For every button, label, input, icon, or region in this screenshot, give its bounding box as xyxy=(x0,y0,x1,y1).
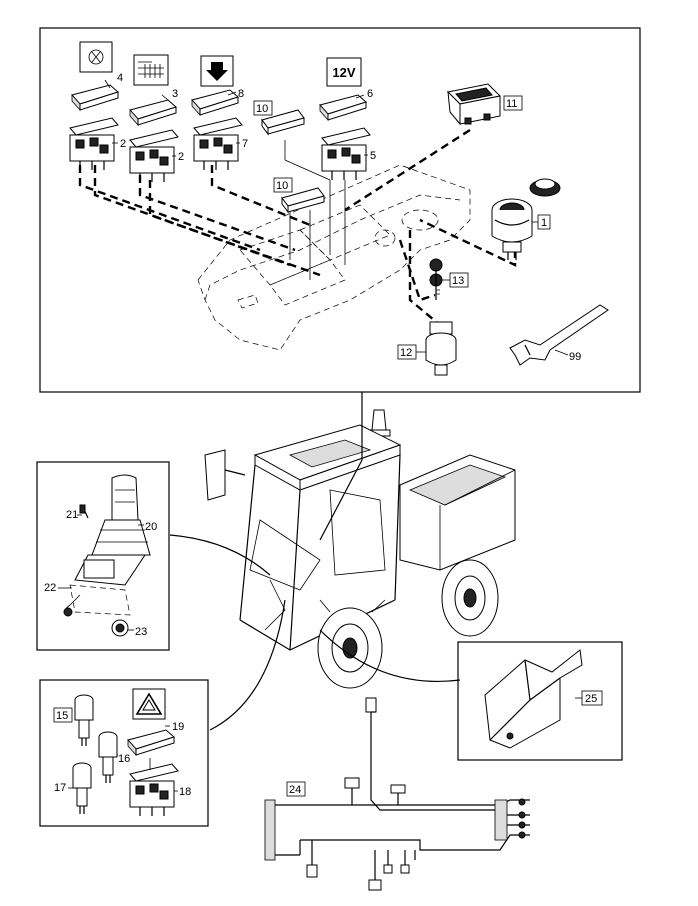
callout-13: 13 xyxy=(442,272,469,288)
callout-24: 24 xyxy=(286,781,306,797)
svg-text:3: 3 xyxy=(172,88,178,100)
bracket-detail-box xyxy=(457,641,623,761)
svg-text:12V: 12V xyxy=(332,65,355,80)
rocker-cover-4 xyxy=(71,84,119,112)
callout-5: 5 xyxy=(364,150,376,162)
svg-text:22: 22 xyxy=(44,582,56,594)
callout-10a: 10 xyxy=(253,100,273,116)
blanking-plug-10a xyxy=(261,109,305,136)
callout-6: 6 xyxy=(355,88,373,100)
joystick-detail-box xyxy=(36,461,170,651)
down-arrow-icon xyxy=(200,55,234,87)
wiring-harness-24 xyxy=(264,697,530,891)
svg-text:18: 18 xyxy=(179,786,191,798)
callout-23: 23 xyxy=(128,626,147,638)
removal-tool-99 xyxy=(509,304,609,366)
svg-text:15: 15 xyxy=(56,710,68,722)
callout-25: 25 xyxy=(581,690,603,706)
callout-99: 99 xyxy=(554,349,581,363)
svg-text:7: 7 xyxy=(242,138,248,150)
svg-text:2: 2 xyxy=(178,151,184,163)
switch-body-5 xyxy=(321,127,371,180)
svg-text:10: 10 xyxy=(256,103,268,115)
svg-text:24: 24 xyxy=(289,784,301,796)
display-module-11 xyxy=(446,83,502,126)
callout-10b: 10 xyxy=(273,177,293,193)
rocker-cover-8 xyxy=(191,89,239,117)
svg-text:23: 23 xyxy=(135,626,147,638)
callout-11: 11 xyxy=(503,95,523,111)
rocker-cover-3 xyxy=(129,99,177,127)
hazard-warning-icon xyxy=(132,688,166,720)
callout-16: 16 xyxy=(117,753,130,765)
svg-text:5: 5 xyxy=(370,150,376,162)
callout-12: 12 xyxy=(397,344,426,360)
ignition-switch-12 xyxy=(425,321,457,376)
callout-3: 3 xyxy=(161,88,178,101)
callout-18: 18 xyxy=(174,786,191,798)
svg-text:8: 8 xyxy=(238,88,244,100)
mounting-panel xyxy=(197,164,471,351)
svg-text:99: 99 xyxy=(569,351,581,363)
indicator-lamp-17 xyxy=(72,762,92,814)
svg-text:6: 6 xyxy=(367,88,373,100)
callout-2a: 2 xyxy=(112,138,126,150)
callout-7: 7 xyxy=(236,138,248,150)
indicator-lamp-16 xyxy=(98,731,118,783)
callout-19: 19 xyxy=(165,721,184,733)
svg-text:19: 19 xyxy=(172,721,184,733)
indicator-lamp-15 xyxy=(74,694,94,746)
callout-22: 22 xyxy=(44,582,72,594)
svg-text:1: 1 xyxy=(541,217,547,229)
power-socket-1 xyxy=(491,178,561,260)
callout-21: 21 xyxy=(66,509,82,521)
voltage-symbol-12v: 12V xyxy=(326,57,362,87)
svg-text:2: 2 xyxy=(120,138,126,150)
switch-body-2a xyxy=(69,117,119,170)
callout-1: 1 xyxy=(532,214,551,230)
svg-text:4: 4 xyxy=(117,72,123,84)
switch-body-7 xyxy=(193,117,243,170)
rocker-cover-19 xyxy=(127,729,175,757)
callout-17: 17 xyxy=(54,782,73,794)
callout-4: 4 xyxy=(104,72,123,89)
callout-20: 20 xyxy=(138,521,157,533)
svg-text:12: 12 xyxy=(400,347,412,359)
svg-text:20: 20 xyxy=(145,521,157,533)
joystick-assembly xyxy=(63,474,151,637)
fan-symbol-icon xyxy=(79,41,113,73)
heating-symbol-icon xyxy=(133,54,169,86)
callout-8: 8 xyxy=(227,88,244,100)
blanking-plug-10b xyxy=(281,187,325,214)
svg-text:11: 11 xyxy=(506,98,517,110)
svg-text:17: 17 xyxy=(54,782,66,794)
machine-illustration xyxy=(204,409,516,689)
lamps-detail-box xyxy=(39,679,209,827)
ignition-keys-13 xyxy=(429,258,443,300)
leader-lines xyxy=(169,392,461,731)
dashboard-panel-frame xyxy=(39,27,641,393)
callout-15: 15 xyxy=(53,707,73,723)
svg-text:16: 16 xyxy=(118,753,130,765)
svg-text:10: 10 xyxy=(276,180,288,192)
bracket-25 xyxy=(484,649,583,749)
wiring-lines xyxy=(78,128,517,326)
svg-text:21: 21 xyxy=(66,509,78,521)
switch-body-2b xyxy=(129,129,179,182)
svg-text:25: 25 xyxy=(585,693,597,705)
switch-body-18 xyxy=(129,758,179,816)
svg-text:13: 13 xyxy=(452,275,464,287)
rocker-cover-6 xyxy=(319,94,367,122)
callout-2b: 2 xyxy=(172,151,184,163)
